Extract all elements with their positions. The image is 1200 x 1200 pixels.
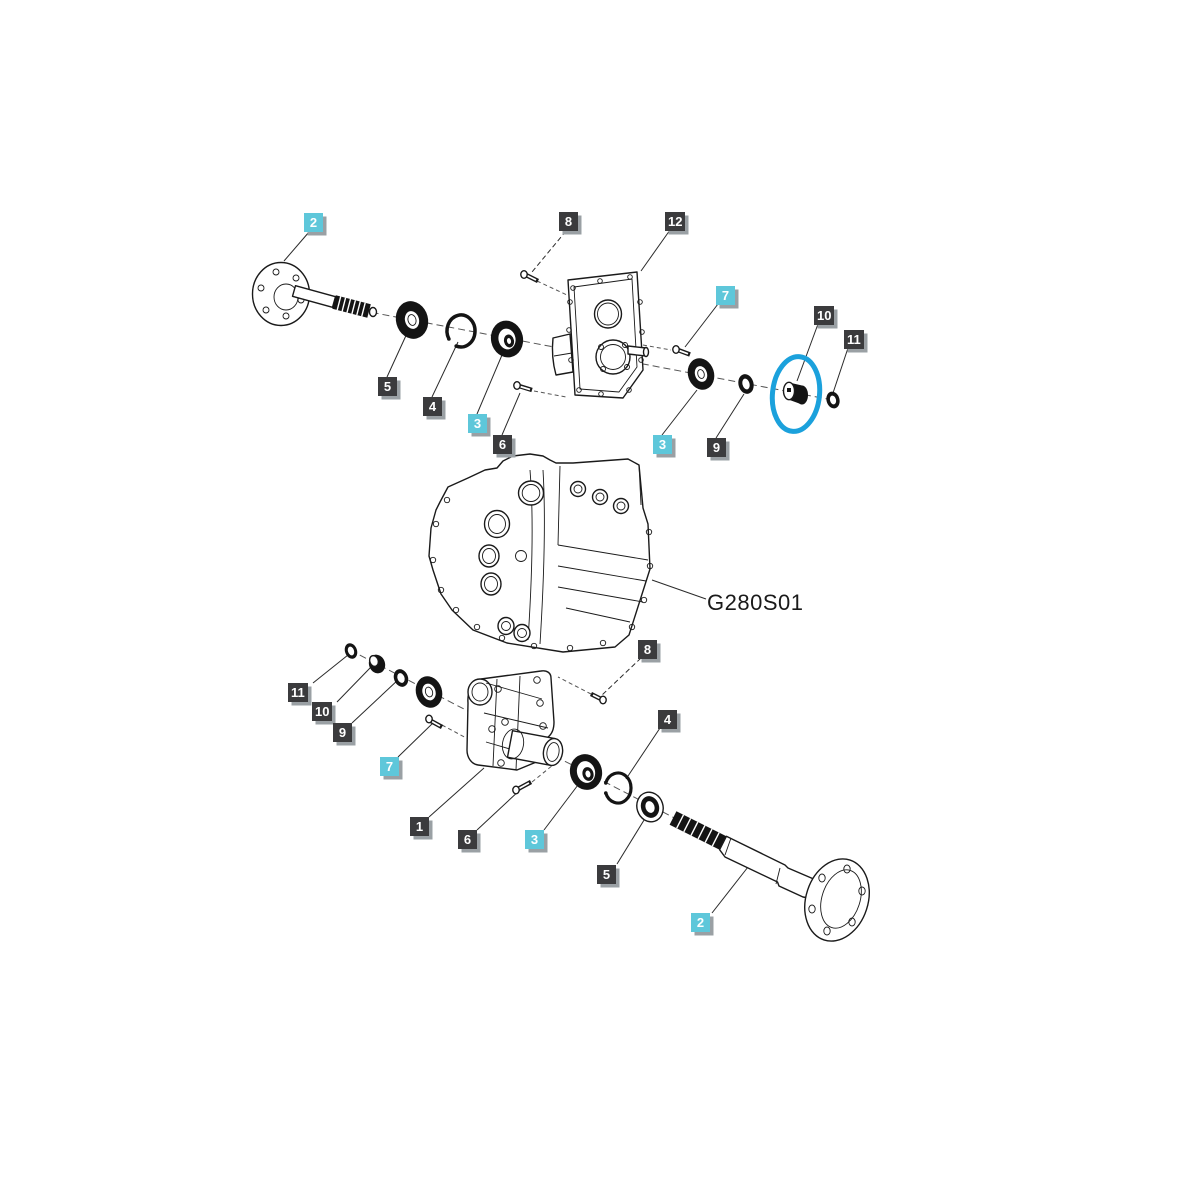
part-tag-6-bottom[interactable]: 6: [458, 830, 477, 849]
seal-washer-5-bottom: [636, 791, 664, 823]
bolt-7-top: [672, 345, 691, 357]
part-tag-8-top[interactable]: 8: [559, 212, 578, 231]
bolt-8-top: [520, 270, 540, 284]
part-tag-9-bottom[interactable]: 9: [333, 723, 352, 742]
part-tag-2-top[interactable]: 2: [304, 213, 323, 232]
side-cover-1: [466, 670, 564, 771]
part-tag-3-bottom[interactable]: 3: [525, 830, 544, 849]
part-tag-3-top-right[interactable]: 3: [653, 435, 672, 454]
part-tag-4-top[interactable]: 4: [423, 397, 442, 416]
part-tag-6-top[interactable]: 6: [493, 435, 512, 454]
part-tag-11-top[interactable]: 11: [844, 330, 864, 349]
bolt-6-bottom: [512, 780, 533, 795]
bearing-3-top: [490, 320, 524, 358]
part-tag-7-top[interactable]: 7: [716, 286, 735, 305]
part-tag-4-bottom[interactable]: 4: [658, 710, 677, 729]
part-tag-10-top[interactable]: 10: [814, 306, 835, 325]
washer-9-bottom: [393, 669, 409, 687]
collar-10-bottom: [368, 654, 386, 674]
figure-label: G280S01: [707, 590, 804, 615]
highlight-ring: [769, 354, 823, 434]
oil-seal-3-top: [687, 358, 715, 390]
part-tag-2-bottom[interactable]: 2: [691, 913, 710, 932]
part-tag-7-bottom[interactable]: 7: [380, 757, 399, 776]
washer-11-top: [826, 391, 840, 409]
part-tag-8-mid[interactable]: 8: [638, 640, 657, 659]
part-tag-11-bottom[interactable]: 11: [288, 683, 308, 702]
part-tag-12-top[interactable]: 12: [665, 212, 686, 231]
part-tag-9-top[interactable]: 9: [707, 438, 726, 457]
bearing-3-bottom: [569, 754, 603, 790]
gearbox-housing: [428, 453, 654, 653]
side-cover-12: [551, 271, 650, 399]
part-tag-5-bottom[interactable]: 5: [597, 865, 616, 884]
snap-ring-9-top: [738, 374, 754, 394]
oil-seal-5-top: [395, 301, 429, 339]
part-tag-5-top[interactable]: 5: [378, 377, 397, 396]
leader-lines: [283, 229, 849, 914]
o-ring-11-bottom: [344, 643, 358, 659]
part-tag-3-top-left[interactable]: 3: [468, 414, 487, 433]
snap-ring-4-top: [445, 313, 477, 349]
snap-ring-4-bottom: [604, 771, 633, 805]
axle-shaft-rear: [669, 811, 870, 942]
bolt-8-bottom: [589, 691, 607, 705]
part-tag-1-bottom[interactable]: 1: [410, 817, 429, 836]
bolt-7-bottom: [425, 714, 444, 729]
bolt-6-top: [513, 381, 533, 393]
axle-shaft-front: [251, 261, 378, 327]
hub-collar-10-top: [782, 381, 808, 405]
oil-seal-bottom-left: [415, 676, 443, 708]
part-tag-10-bottom[interactable]: 10: [312, 702, 333, 721]
